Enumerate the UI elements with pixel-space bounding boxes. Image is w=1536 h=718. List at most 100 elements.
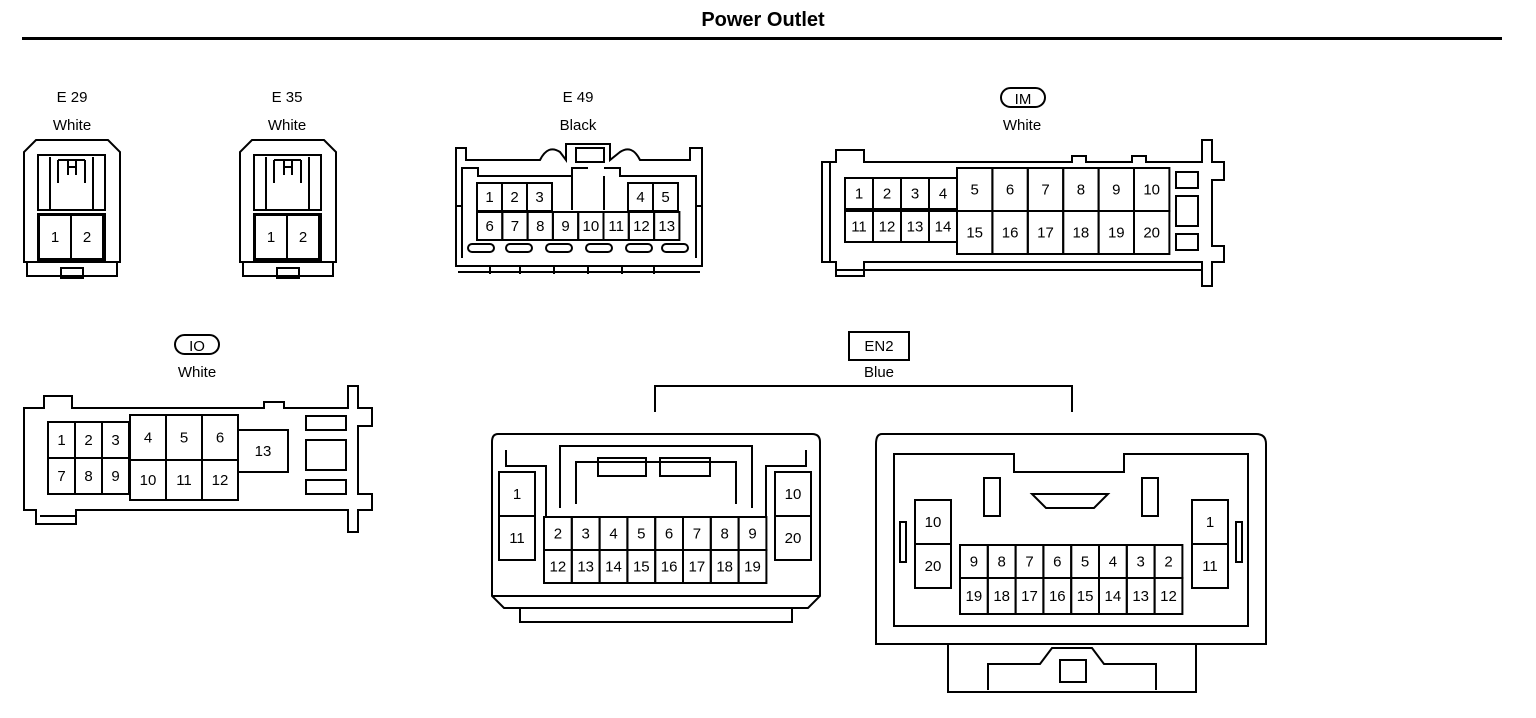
pin-10: 10 xyxy=(774,471,812,517)
pin-4: 4 xyxy=(928,177,958,210)
connector-en2-color: Blue xyxy=(863,364,895,381)
pin-label: 4 xyxy=(939,186,947,203)
pin-label: 4 xyxy=(1109,554,1117,571)
pin-15: 15 xyxy=(956,210,994,255)
pin-cell xyxy=(498,515,536,561)
pin-12: 12 xyxy=(627,211,656,241)
pin-5: 5 xyxy=(626,516,657,551)
pin-label: 18 xyxy=(993,588,1010,605)
pin-6: 6 xyxy=(991,167,1029,212)
pin-cell xyxy=(286,214,320,260)
pin-label: 4 xyxy=(144,430,152,447)
pin-label: 20 xyxy=(1143,225,1160,242)
pin-12: 12 xyxy=(543,549,573,584)
pin-19: 19 xyxy=(737,549,768,584)
pin-label: 20 xyxy=(785,530,802,547)
pin-7: 7 xyxy=(1026,167,1065,212)
pin-cell xyxy=(653,211,681,241)
pin-11: 11 xyxy=(844,210,874,243)
pin-1: 1 xyxy=(38,214,72,260)
pin-8: 8 xyxy=(526,211,554,241)
pin-cell xyxy=(914,543,952,589)
en2-bracket xyxy=(654,385,1073,412)
pin-5: 5 xyxy=(652,182,679,212)
pin-4: 4 xyxy=(1098,544,1128,579)
connector-io xyxy=(23,385,373,533)
pin-5: 5 xyxy=(165,414,203,461)
pin-label: 6 xyxy=(1006,182,1014,199)
pin-4: 4 xyxy=(129,414,167,461)
pin-6: 6 xyxy=(1042,544,1073,579)
connector-e49-code: E 49 xyxy=(562,89,594,106)
pin-label: 16 xyxy=(661,559,678,576)
pin-label: 13 xyxy=(1132,588,1149,605)
pin-label: 2 xyxy=(299,229,307,246)
connector-e35-color: White xyxy=(267,117,307,134)
pin-label: 3 xyxy=(582,526,590,543)
pin-13: 13 xyxy=(653,211,681,241)
pin-label: 13 xyxy=(577,559,594,576)
pin-label: 10 xyxy=(140,472,157,489)
pin-12: 12 xyxy=(1153,577,1184,615)
pin-7: 7 xyxy=(682,516,712,551)
pin-1: 1 xyxy=(844,177,874,210)
pin-11: 11 xyxy=(165,459,203,501)
pin-2: 2 xyxy=(286,214,320,260)
pin-4: 4 xyxy=(598,516,629,551)
pin-2: 2 xyxy=(501,182,528,212)
pin-label: 19 xyxy=(966,588,983,605)
pin-19: 19 xyxy=(1097,210,1135,255)
pin-7: 7 xyxy=(501,211,529,241)
pin-1: 1 xyxy=(47,421,76,459)
pin-12: 12 xyxy=(872,210,902,243)
pin-label: 7 xyxy=(1025,554,1033,571)
pin-label: 1 xyxy=(267,229,275,246)
pin-label: 6 xyxy=(665,526,673,543)
pin-14: 14 xyxy=(928,210,958,243)
pin-label: 15 xyxy=(1077,588,1094,605)
pin-label: 12 xyxy=(212,472,229,489)
pin-label: 17 xyxy=(689,559,706,576)
pin-9: 9 xyxy=(1097,167,1135,212)
pin-9: 9 xyxy=(737,516,768,551)
pin-label: 7 xyxy=(693,526,701,543)
pin-9: 9 xyxy=(551,211,580,241)
pin-label: 3 xyxy=(111,432,119,449)
pin-label: 16 xyxy=(1049,588,1066,605)
pin-label: 8 xyxy=(998,554,1006,571)
pin-2: 2 xyxy=(70,214,104,260)
pin-label: 13 xyxy=(255,443,272,460)
pin-13: 13 xyxy=(1125,577,1156,615)
pin-label: 2 xyxy=(83,229,91,246)
pin-label: 12 xyxy=(633,218,650,235)
pin-label: 13 xyxy=(658,218,675,235)
connector-im-code: IM xyxy=(1000,87,1046,108)
pin-label: 15 xyxy=(966,225,983,242)
pin-10: 10 xyxy=(914,499,952,545)
pin-1: 1 xyxy=(498,471,536,517)
pin-label: 13 xyxy=(907,219,924,236)
connector-e49 xyxy=(455,143,703,274)
pin-2: 2 xyxy=(543,516,573,551)
connector-e29-color: White xyxy=(52,117,92,134)
pin-label: 14 xyxy=(1105,588,1122,605)
pin-3: 3 xyxy=(1125,544,1156,579)
pin-9: 9 xyxy=(101,457,130,495)
pin-10: 10 xyxy=(129,459,167,501)
pin-label: 9 xyxy=(1112,182,1120,199)
pin-7: 7 xyxy=(1014,544,1045,579)
pin-17: 17 xyxy=(682,549,712,584)
pin-12: 12 xyxy=(201,459,239,501)
pin-13: 13 xyxy=(570,549,601,584)
pin-18: 18 xyxy=(709,549,740,584)
pin-label: 8 xyxy=(1077,182,1085,199)
pin-1: 1 xyxy=(1191,499,1229,545)
pin-15: 15 xyxy=(626,549,657,584)
pin-label: 16 xyxy=(1002,225,1019,242)
pin-label: 2 xyxy=(1164,554,1172,571)
pin-label: 12 xyxy=(879,219,896,236)
pin-label: 8 xyxy=(84,468,92,485)
